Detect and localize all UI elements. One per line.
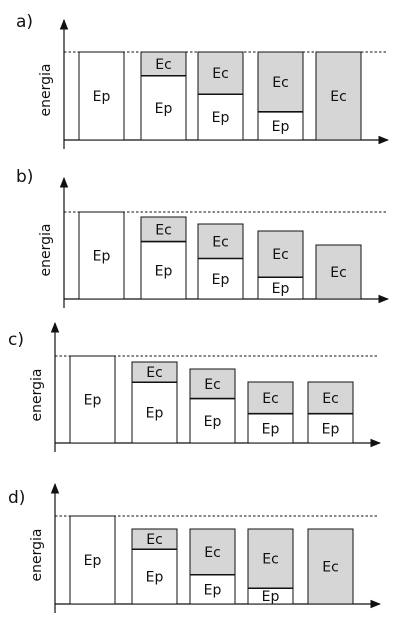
ep-label: Ep: [322, 421, 340, 437]
ec-label: Ec: [146, 365, 163, 381]
potential-segment: [131, 381, 178, 444]
ec-label: Ec: [322, 391, 339, 407]
potential-segment: [140, 241, 187, 300]
ec-label: Ec: [212, 234, 229, 250]
panel-label: b): [16, 167, 33, 187]
panel-label: d): [8, 488, 25, 508]
potential-segment: [140, 75, 187, 141]
potential-segment: [307, 413, 354, 444]
energy-bar: Ec: [307, 528, 354, 605]
potential-segment: [78, 51, 125, 141]
kinetic-segment: [315, 244, 362, 300]
ec-label: Ec: [330, 89, 347, 105]
y-axis-label: energia: [29, 529, 45, 582]
ep-label: Ep: [155, 263, 173, 279]
ep-label: Ep: [272, 119, 290, 135]
potential-segment: [78, 211, 125, 300]
kinetic-segment: [189, 528, 236, 576]
energy-bar: Ep: [78, 51, 125, 141]
ep-label: Ep: [84, 553, 102, 569]
ec-label: Ec: [262, 552, 279, 568]
potential-segment: [131, 548, 178, 605]
ec-label: Ec: [155, 57, 172, 73]
potential-segment: [69, 355, 116, 444]
kinetic-segment: [140, 216, 187, 243]
ec-label: Ec: [155, 222, 172, 238]
kinetic-segment: [257, 51, 304, 113]
y-axis-label: energia: [38, 224, 54, 277]
ep-label: Ep: [84, 393, 102, 409]
ep-label: Ep: [93, 89, 111, 105]
ep-label: Ep: [146, 406, 164, 422]
ec-label: Ec: [204, 545, 221, 561]
y-axis-label: energia: [29, 369, 45, 422]
kinetic-segment: [247, 381, 294, 415]
potential-segment: [257, 111, 304, 141]
ec-label: Ec: [272, 247, 289, 263]
ep-label: Ep: [262, 421, 280, 437]
ep-label: Ep: [204, 582, 222, 598]
kinetic-segment: [247, 528, 294, 589]
ec-label: Ec: [272, 75, 289, 91]
kinetic-segment: [197, 223, 244, 259]
ec-label: Ec: [204, 377, 221, 393]
y-axis-label: energia: [38, 64, 54, 117]
panel-label: a): [16, 12, 33, 32]
ep-label: Ep: [212, 272, 230, 288]
kinetic-segment: [307, 381, 354, 415]
ec-label: Ec: [330, 265, 347, 281]
energy-bar: Ec: [315, 51, 362, 141]
energy-bar: Ec: [315, 244, 362, 300]
potential-segment: [69, 515, 116, 605]
ep-label: Ep: [93, 249, 111, 265]
potential-segment: [189, 574, 236, 605]
panel-label: c): [8, 330, 24, 350]
ec-label: Ec: [262, 391, 279, 407]
ep-label: Ep: [212, 110, 230, 126]
energy-bar: Ep: [78, 211, 125, 300]
kinetic-segment: [197, 51, 244, 95]
ep-label: Ep: [146, 570, 164, 586]
kinetic-segment: [307, 528, 354, 605]
energy-bar: Ep: [69, 355, 116, 444]
ep-label: Ep: [272, 281, 290, 297]
energy-bar: Ep: [69, 515, 116, 605]
ec-label: Ec: [322, 560, 339, 576]
kinetic-segment: [315, 51, 362, 141]
potential-segment: [247, 413, 294, 444]
ep-label: Ep: [204, 414, 222, 430]
potential-segment: [189, 398, 236, 444]
ep-label: Ep: [262, 589, 280, 605]
ec-label: Ec: [146, 532, 163, 548]
potential-segment: [197, 258, 244, 300]
ep-label: Ep: [155, 101, 173, 117]
ec-label: Ec: [212, 66, 229, 82]
